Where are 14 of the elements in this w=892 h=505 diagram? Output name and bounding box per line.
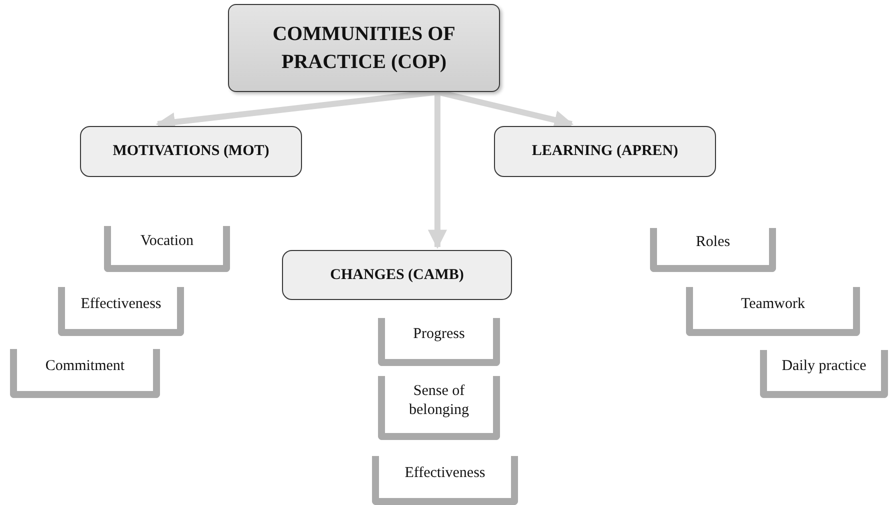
item-bracket: Commitment (10, 349, 160, 398)
category-box: CHANGES (CAMB) (282, 250, 512, 300)
item-bracket: Effectiveness (372, 456, 518, 505)
item-bracket: Progress (378, 318, 500, 366)
item-bracket: Effectiveness (58, 287, 184, 336)
concept-box: COMMUNITIES OF PRACTICE (COP) (228, 4, 500, 92)
item-bracket: Vocation (104, 226, 230, 272)
item-bracket: Teamwork (686, 287, 860, 336)
category-box: LEARNING (APREN) (494, 126, 716, 177)
arrow (428, 92, 448, 249)
item-bracket: Sense of belonging (378, 376, 500, 440)
item-bracket: Daily practice (760, 350, 888, 398)
item-bracket: Roles (650, 228, 776, 272)
category-box: MOTIVATIONS (MOT) (80, 126, 302, 177)
